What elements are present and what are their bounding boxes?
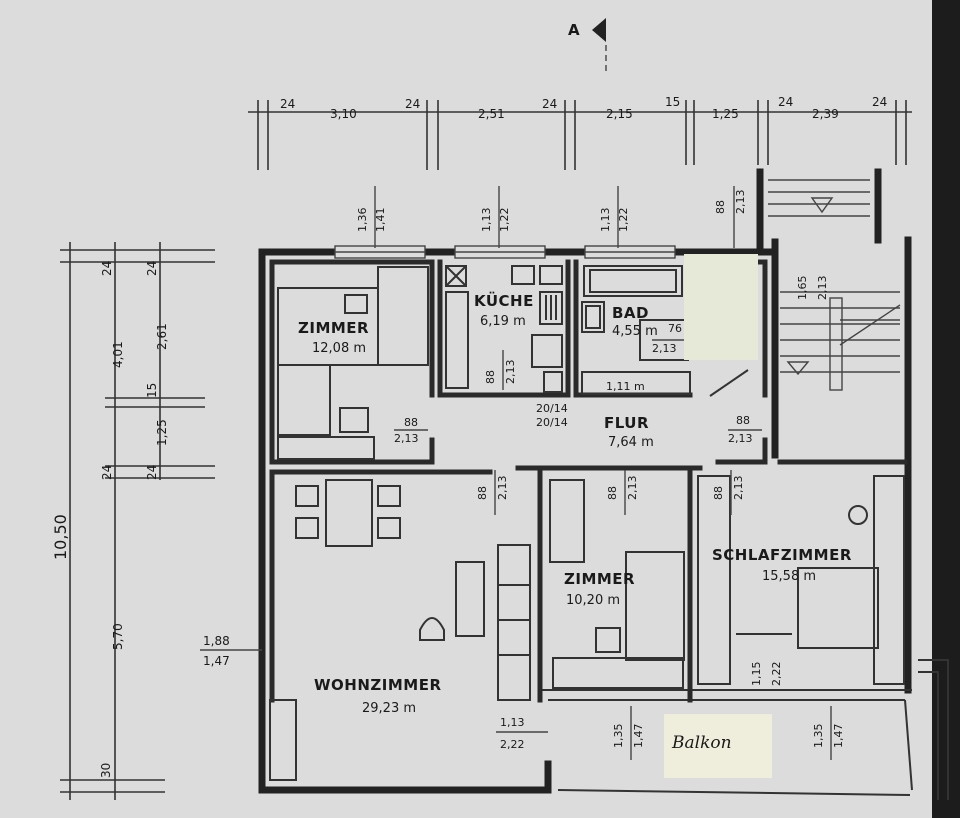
window-zim-bal-dim-1: 1,35	[612, 724, 625, 749]
door-bad-dim-1: 76	[668, 322, 682, 335]
room-name-bad: BAD	[612, 304, 649, 322]
window-stair-dim-1: 88	[714, 200, 727, 214]
window-zim-bal-dim-2: 1,47	[632, 724, 645, 749]
top-dim-6: 2,15	[606, 107, 633, 121]
room-name-flur: FLUR	[604, 414, 649, 432]
door-flur-r-dim-2: 2,13	[728, 432, 753, 445]
left-total-dim: 10,50	[51, 514, 70, 560]
door-wohn-dim-2: 2,13	[496, 476, 509, 501]
window-zimmer-dim-1: 1,36	[356, 208, 369, 233]
window-wohn-left-dim-1: 1,88	[203, 634, 230, 648]
window-wohn-bal-dim-2: 2,22	[500, 738, 525, 751]
top-dim-11: 24	[872, 95, 887, 109]
section-marker-label: A	[568, 21, 580, 39]
furniture-zimmer-mid	[549, 479, 685, 689]
top-dim-2: 3,10	[330, 107, 357, 121]
top-dim-3: 24	[405, 97, 420, 111]
balcony-structure	[918, 659, 949, 800]
door-kueche-dim-1: 88	[484, 370, 497, 384]
furniture-schlafzimmer	[697, 475, 905, 685]
room-name-kueche: KÜCHE	[474, 291, 534, 310]
door-zimmer-dim-1: 88	[404, 416, 418, 429]
room-name-wohnzimmer: WOHNZIMMER	[314, 676, 442, 694]
window-schlaf-in-dim-2: 2,22	[770, 662, 783, 687]
table-edge	[932, 0, 960, 818]
window-schlaf-bal-dim-1: 1,35	[812, 724, 825, 749]
door-flur-r-dim-1: 88	[736, 414, 750, 427]
top-windows	[334, 245, 676, 259]
bad-nische-dim: 1,11 m	[606, 380, 645, 393]
window-schlaf-bal-dim-2: 1,47	[832, 724, 845, 749]
opening-dims: 1,36 1,41 1,13 1,22 1,13 1,22 88 2,13 88…	[200, 186, 845, 760]
room-area-kueche: 6,19 m	[480, 314, 526, 329]
window-wohn-left-dim-2: 1,47	[203, 654, 230, 668]
balkon-label: Balkon	[671, 733, 732, 753]
window-wohn-bal-dim-1: 1,13	[500, 716, 525, 729]
furniture-zimmer-nw	[277, 266, 429, 460]
room-area-bad: 4,55 m	[612, 324, 658, 339]
window-kueche-dim-2: 1,22	[498, 208, 511, 233]
top-dim-4: 2,51	[478, 107, 505, 121]
top-dim-1: 24	[280, 97, 295, 111]
left-dimension-chains: 10,50 24 4,01 24 5,70 30 24 2,61 15 1,25…	[51, 242, 215, 800]
door-wohn-dim-1: 88	[476, 486, 489, 500]
door-schlaf-dim-2: 2,13	[732, 476, 745, 501]
top-dim-5: 24	[542, 97, 557, 111]
top-dim-7: 15	[665, 95, 680, 109]
door-schlaf-dim-1: 88	[712, 486, 725, 500]
correction-patch-bad	[684, 254, 758, 360]
room-area-schlafzimmer: 15,58 m	[762, 569, 816, 584]
door-bad-dim-2: 2,13	[652, 342, 677, 355]
room-area-zimmer-nw: 12,08 m	[312, 341, 366, 356]
room-area-zimmer-mid: 10,20 m	[566, 593, 620, 608]
correction-stroke	[709, 369, 749, 397]
left-outer-dim-4: 5,70	[111, 623, 125, 650]
section-marker-arrow	[592, 18, 606, 42]
room-area-flur: 7,64 m	[608, 435, 654, 450]
door-zim2-dim-2: 2,13	[626, 476, 639, 501]
left-inner-dim-1: 24	[145, 261, 159, 276]
room-name-zimmer-mid: ZIMMER	[564, 570, 635, 588]
room-name-zimmer-nw: ZIMMER	[298, 319, 369, 337]
left-inner-dim-3: 15	[145, 383, 159, 398]
furniture-kueche	[445, 265, 563, 393]
stair-side-dim-2: 2,13	[816, 276, 829, 301]
left-inner-dim-5: 24	[145, 465, 159, 480]
furniture-wohnzimmer	[269, 479, 531, 781]
door-zim2-dim-1: 88	[606, 486, 619, 500]
left-outer-dim-5: 30	[99, 763, 113, 778]
flur-cabinet-dim-2: 20/14	[536, 416, 568, 429]
paper-background	[0, 0, 935, 818]
door-zimmer-dim-2: 2,13	[394, 432, 419, 445]
furniture-bad	[581, 265, 691, 395]
top-dim-9: 24	[778, 95, 793, 109]
balkon-note-patch	[664, 714, 772, 778]
window-schlaf-in-dim-1: 1,15	[750, 662, 763, 687]
top-dim-10: 2,39	[812, 107, 839, 121]
stair-side-dim-1: 1,65	[796, 276, 809, 301]
left-outer-dim-1: 24	[100, 261, 114, 276]
left-inner-dim-4: 1,25	[155, 419, 169, 446]
top-dimension-chain: 24 3,10 24 2,51 24 2,15 15 1,25 24 2,39 …	[248, 95, 912, 170]
window-bad-dim-2: 1,22	[617, 208, 630, 233]
window-bad-dim-1: 1,13	[599, 208, 612, 233]
door-kueche-dim-2: 2,13	[504, 360, 517, 385]
flur-cabinet-dim-1: 20/14	[536, 402, 568, 415]
room-name-schlafzimmer: SCHLAFZIMMER	[712, 546, 852, 564]
window-stair-dim-2: 2,13	[734, 190, 747, 215]
left-inner-dim-2: 2,61	[155, 323, 169, 350]
window-zimmer-dim-2: 1,41	[374, 208, 387, 233]
left-outer-dim-3: 24	[100, 465, 114, 480]
room-area-wohnzimmer: 29,23 m	[362, 701, 416, 716]
window-kueche-dim-1: 1,13	[480, 208, 493, 233]
staircase	[768, 179, 901, 391]
left-outer-dim-2: 4,01	[111, 341, 125, 368]
top-dim-8: 1,25	[712, 107, 739, 121]
